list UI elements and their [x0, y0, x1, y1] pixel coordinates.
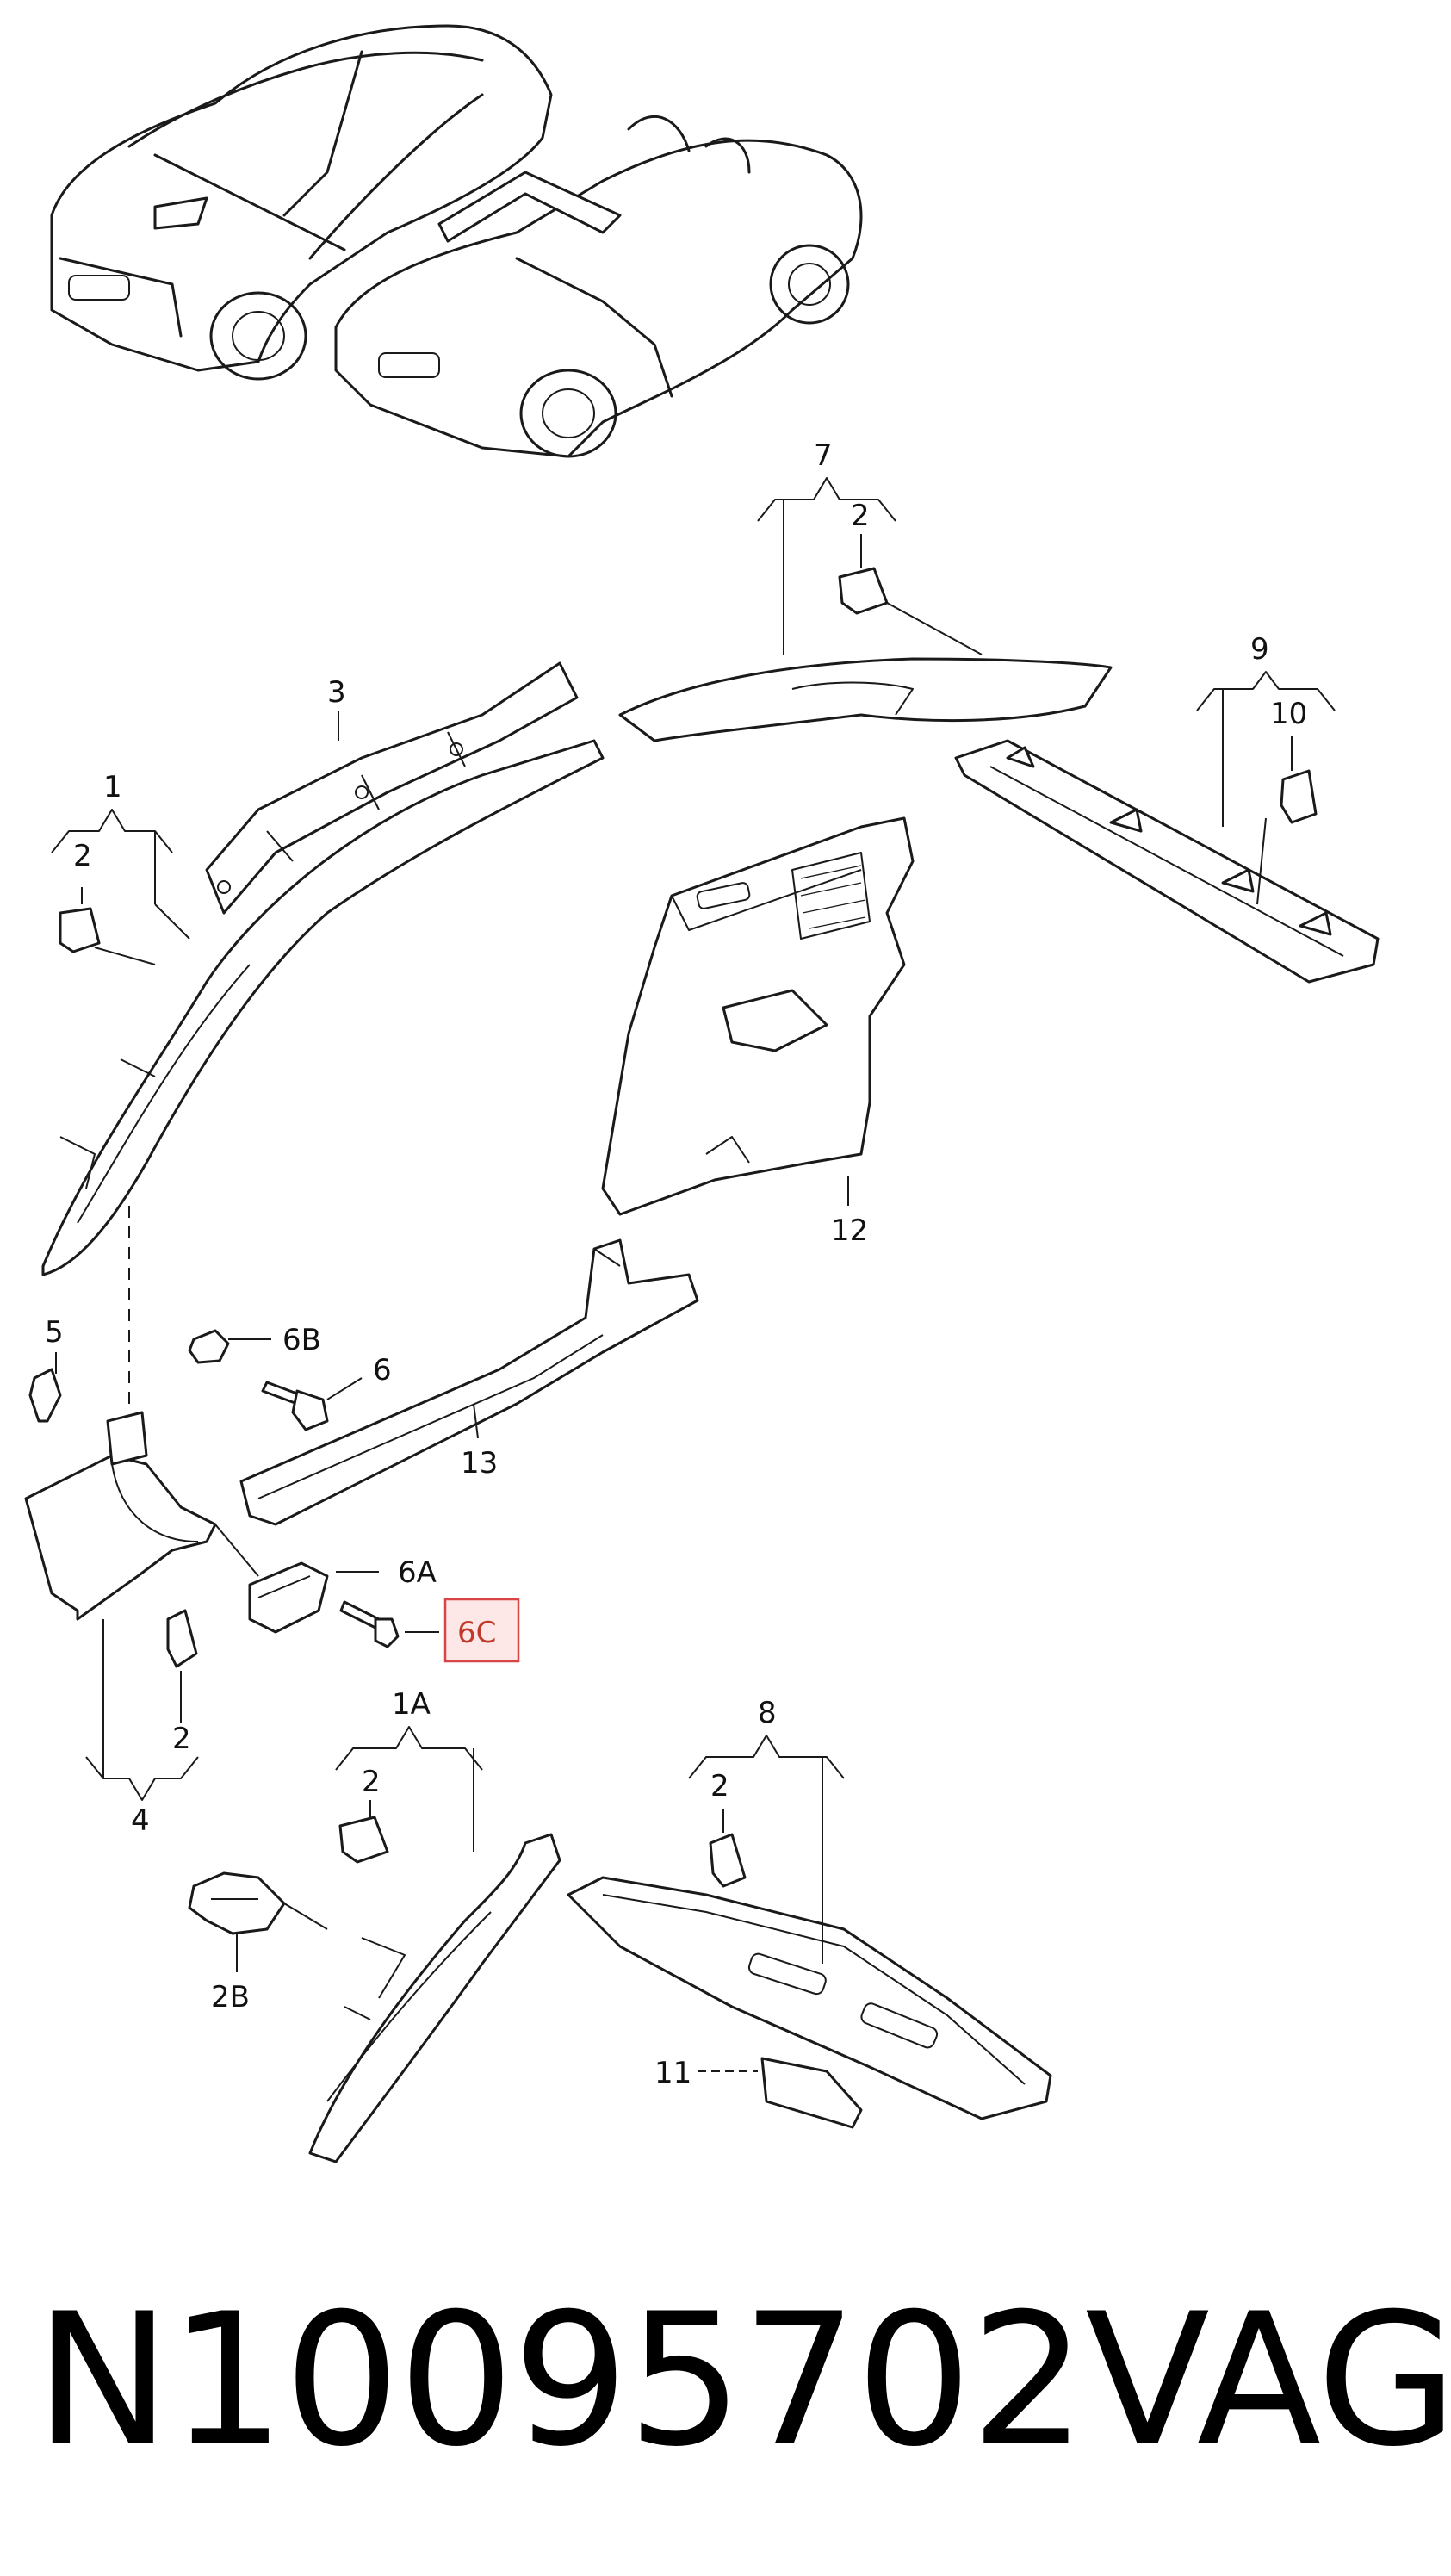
part-13-sill-trim [239, 1238, 699, 1526]
part-number-footer: N10095702 VAG [34, 2274, 1451, 2532]
brand-name: VAG [1085, 2274, 1451, 2486]
callout-13: 13 [461, 1446, 498, 1480]
part-8-shelf-trim [567, 1876, 1052, 2120]
part-2B-clip [188, 1871, 286, 1935]
part-6B-nut [188, 1329, 230, 1364]
part-5-clip [28, 1368, 62, 1423]
part-number: N10095702 [34, 2274, 1087, 2486]
part-3-pillar-trim [205, 661, 579, 915]
callout-2-part-1A: 2 [362, 1765, 381, 1799]
part-6-screw [261, 1381, 329, 1431]
callout-5: 5 [45, 1315, 64, 1350]
callout-3: 3 [327, 675, 346, 710]
callout-8: 8 [758, 1696, 777, 1730]
clip-2-part-4 [166, 1609, 198, 1668]
part-1A-pillar-trim [308, 1833, 561, 2163]
clip-2-part-8 [709, 1833, 747, 1888]
part-6C-screw [339, 1600, 400, 1648]
callout-6C: 6C [457, 1616, 496, 1650]
callout-11: 11 [654, 2056, 691, 2090]
part-9-rear-trim [954, 739, 1380, 984]
callout-10: 10 [1270, 697, 1307, 731]
callout-1: 1 [103, 770, 122, 804]
leader-lines [51, 477, 1336, 2072]
part-12-quarter-panel [601, 816, 915, 1216]
clip-2-part-1 [59, 907, 101, 953]
callout-6B: 6B [282, 1323, 321, 1357]
callout-labels: 7 2 9 10 3 1 2 12 5 6B 6 13 6A 6C 2 4 1A… [45, 438, 1307, 2090]
callout-2-part-7: 2 [851, 499, 870, 533]
clip-2-part-7 [838, 567, 889, 615]
callout-1A: 1A [392, 1687, 431, 1722]
coupe-car-illustration [50, 24, 553, 381]
callout-4: 4 [131, 1803, 150, 1838]
part-1-a-pillar-trim [41, 739, 605, 1276]
callout-6C-highlight [443, 1598, 520, 1663]
callout-7: 7 [814, 438, 833, 473]
callout-6: 6 [373, 1353, 392, 1387]
part-4-lower-trim [24, 1411, 217, 1621]
callout-2-part-8: 2 [710, 1769, 729, 1803]
callout-6A: 6A [398, 1555, 437, 1590]
callout-12: 12 [831, 1214, 868, 1248]
clip-10 [1280, 769, 1318, 824]
callout-9: 9 [1250, 632, 1269, 667]
part-7-roof-trim [618, 657, 1113, 742]
part-11-cover [760, 2057, 863, 2129]
roadster-car-illustration [334, 115, 863, 458]
clip-2-part-1A [338, 1816, 389, 1864]
callout-2-part-4: 2 [172, 1722, 191, 1756]
callout-2B: 2B [211, 1980, 250, 2014]
part-6A-bracket [248, 1561, 329, 1634]
callout-2-part-1: 2 [73, 839, 92, 873]
